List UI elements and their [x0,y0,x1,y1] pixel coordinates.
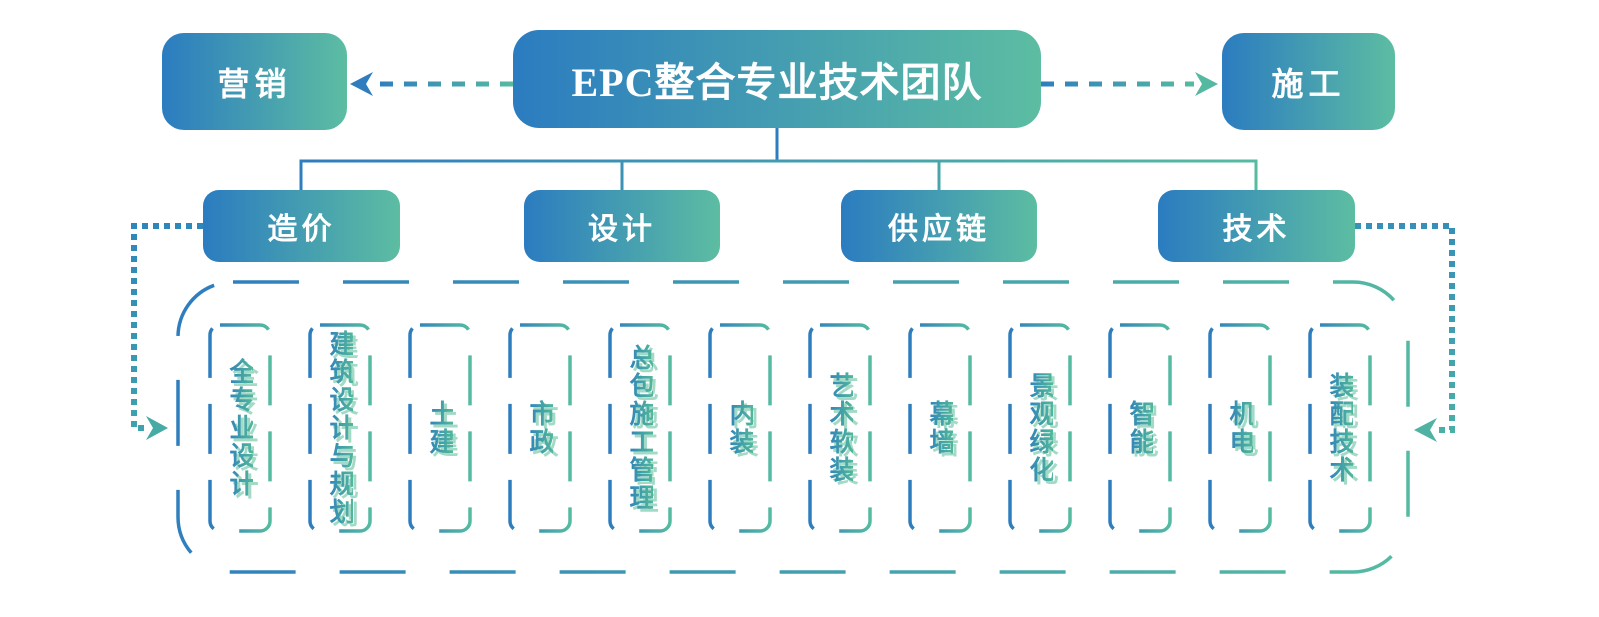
unit-node: 景观绿化 景观绿化 [1008,323,1072,533]
unit-label: 装配技术 [1326,372,1355,484]
dotted-loop-right [1355,223,1455,433]
unit-node: 建筑设计与规划 建筑设计与规划 [308,323,372,533]
unit-label-shadow: 建筑设计与规划 [329,333,358,529]
construction-node: 施工 [1222,33,1395,130]
unit-label: 艺术软装 [826,372,855,484]
unit-label-shadow: 幕墙 [929,403,958,459]
unit-node: 内装 内装 [708,323,772,533]
tree-connector [299,159,1258,190]
unit-frame [408,323,472,533]
unit-node: 总包施工管理 总包施工管理 [608,323,672,533]
unit-node: 全专业设计 全专业设计 [208,323,272,533]
unit-label: 土建 [426,400,455,456]
marketing-node: 营销 [162,33,347,130]
unit-frame [1308,323,1372,533]
dotted-loop-right-arrowhead-icon [1414,418,1437,442]
units-container-frame [176,280,1410,574]
unit-node: 市政 市政 [508,323,572,533]
unit-frame [1008,323,1072,533]
unit-label-shadow: 总包施工管理 [629,347,658,515]
category-label: 技术 [1222,213,1291,246]
unit-label-shadow: 景观绿化 [1029,375,1058,487]
unit-label: 幕墙 [926,400,955,456]
unit-frame [1208,323,1272,533]
dotted-loop-left [131,223,203,431]
unit-label: 市政 [526,400,555,456]
unit-node: 智能 智能 [1108,323,1172,533]
unit-node: 装配技术 装配技术 [1308,323,1372,533]
unit-label: 智能 [1126,400,1155,456]
unit-frame [308,323,372,533]
unit-label-shadow: 内装 [729,403,758,459]
unit-label-shadow: 市政 [529,403,558,459]
category-node-technology: 技术 [1158,190,1355,262]
unit-node: 幕墙 幕墙 [908,323,972,533]
category-label: 设计 [588,213,656,246]
epc-root-label: EPC整合专业技术团队 [571,60,983,105]
category-node-design: 设计 [524,190,720,262]
unit-label-shadow: 土建 [429,403,458,459]
unit-node: 土建 土建 [408,323,472,533]
unit-label-shadow: 机电 [1229,403,1258,459]
category-label: 造价 [267,213,336,246]
unit-frame [1108,323,1172,533]
unit-frame [208,323,272,533]
unit-frame [908,323,972,533]
unit-label: 总包施工管理 [626,344,655,512]
unit-label: 内装 [726,400,755,456]
unit-frame [508,323,572,533]
unit-label: 机电 [1226,400,1255,456]
unit-label: 景观绿化 [1026,372,1055,484]
marketing-label: 营销 [217,65,292,102]
unit-node: 机电 机电 [1208,323,1272,533]
unit-label-shadow: 装配技术 [1329,375,1358,487]
category-label: 供应链 [888,213,990,246]
unit-label: 建筑设计与规划 [326,330,355,526]
unit-label: 全专业设计 [226,358,255,498]
unit-frame [608,323,672,533]
unit-label-shadow: 全专业设计 [229,361,258,501]
arrowhead-right-icon [1195,72,1218,96]
category-node-supply-chain: 供应链 [841,190,1037,262]
construction-label: 施工 [1271,65,1346,102]
arrowhead-left-icon [350,72,373,96]
category-node-cost: 造价 [203,190,400,262]
dotted-loop-left-arrowhead-icon [146,416,168,440]
unit-label-shadow: 智能 [1129,403,1158,459]
unit-label-shadow: 艺术软装 [829,375,858,487]
unit-frame [808,323,872,533]
unit-node: 艺术软装 艺术软装 [808,323,872,533]
epc-root-node: EPC整合专业技术团队 [513,30,1041,128]
unit-frame [708,323,772,533]
